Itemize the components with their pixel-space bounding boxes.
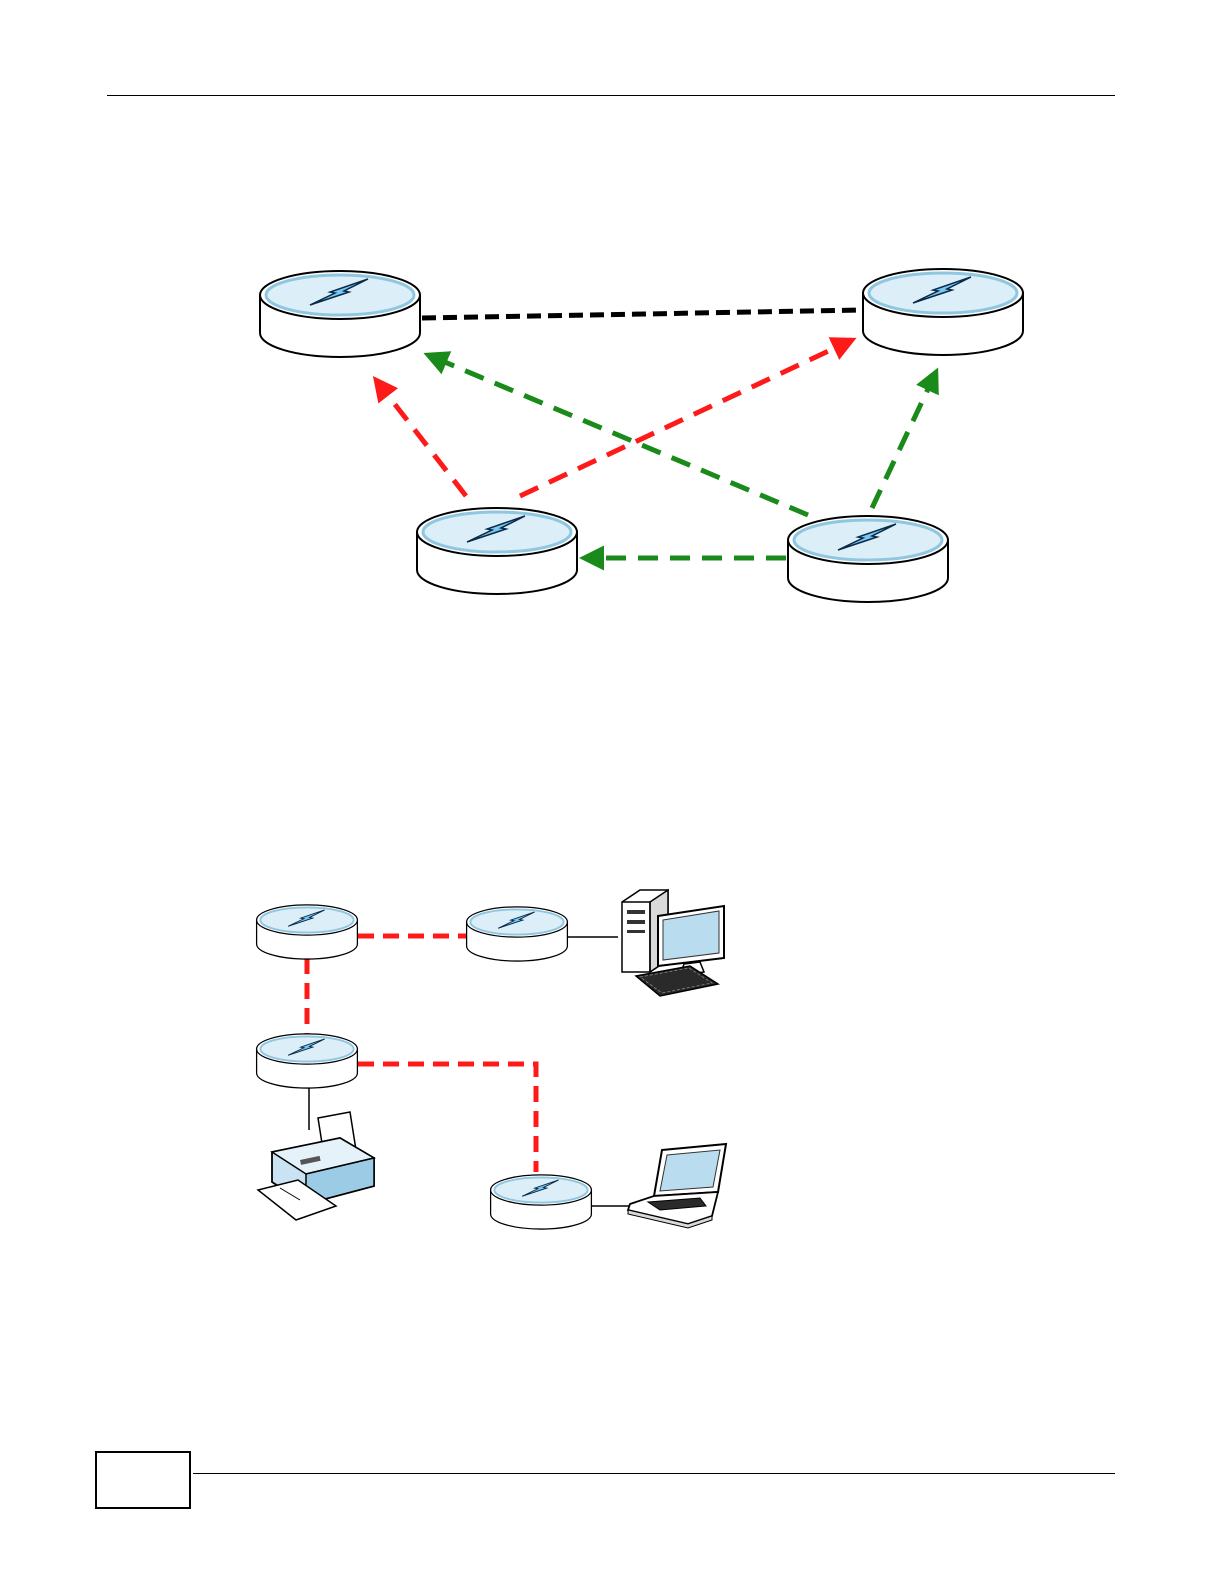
ap-4-icon [491,1175,592,1229]
ap-bottom-right-icon [788,516,948,602]
desktop-computer-icon [622,890,724,996]
ap-3-icon [257,1034,358,1088]
page-number-box [95,1451,191,1509]
link-bottom-right-to-top-left [428,355,808,515]
ap-top-left-icon [260,271,420,357]
ap-1-icon [257,905,358,959]
laptop-icon [628,1144,726,1228]
link-bottom-left-to-top-left [376,380,466,496]
link-bottom-left-to-top-right [520,340,852,496]
mesh-links-figure [260,269,1023,602]
ap-top-right-icon [863,269,1023,355]
ap-bottom-left-icon [417,508,577,594]
link-ap3-ap4 [358,1064,536,1172]
link-bottom-right-to-top-right [872,372,936,508]
footer-rule [193,1473,1115,1474]
ap-2-icon [467,907,568,961]
mesh-clients-figure [257,890,726,1229]
link-top-left-top-right [422,310,864,318]
printer-icon [258,1112,374,1220]
